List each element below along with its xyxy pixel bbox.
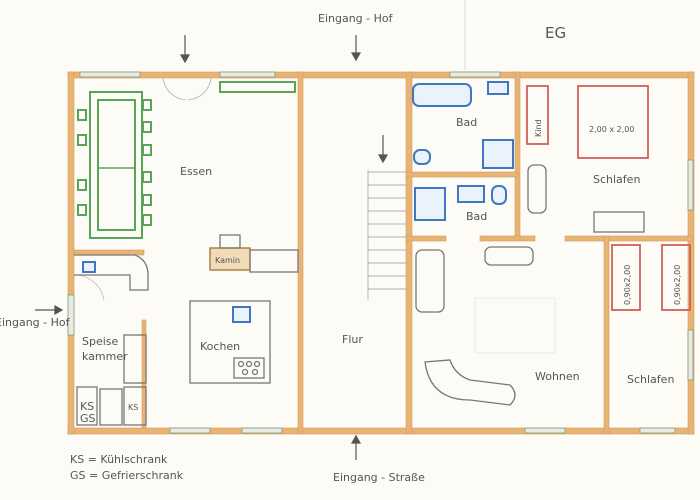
- rug: [474, 297, 556, 354]
- sideboard: [249, 249, 299, 273]
- washbasin-1: [487, 81, 509, 95]
- kitchen-island: [189, 300, 271, 384]
- radiator-1: [527, 164, 547, 214]
- entrance-door-top[interactable]: [162, 77, 212, 101]
- fireplace-label: Kamin: [215, 256, 240, 265]
- room-label-schlafen-2: Schlafen: [627, 373, 674, 386]
- toilet-1: [413, 149, 431, 165]
- room-label-kochen: Kochen: [200, 340, 240, 353]
- sofa: [415, 249, 445, 313]
- stairs: [367, 170, 406, 300]
- legend-ks: KS = Kühlschrank: [70, 453, 168, 466]
- shower-2: [414, 187, 446, 221]
- fridge: [123, 386, 147, 426]
- arrow-icon-bottom: [350, 434, 362, 460]
- washbasin-2: [457, 185, 485, 203]
- inner-walls: [73, 71, 694, 435]
- room-label-bad-2: Bad: [466, 210, 487, 223]
- dining-chairs: [77, 81, 296, 226]
- fireplace-top: [219, 234, 241, 249]
- ks-label-2: KS: [128, 403, 138, 412]
- shower-1: [482, 139, 514, 169]
- room-label-schlafen-1: Schlafen: [593, 173, 640, 186]
- kitchen-counter: [74, 254, 149, 291]
- entrance-label-bottom: Eingang - Straße: [333, 471, 425, 484]
- entrance-door-left[interactable]: [73, 274, 105, 301]
- entrance-label-top: Eingang - Hof: [318, 12, 394, 25]
- entrance-label-left: Eingang - Hof: [0, 316, 71, 329]
- lounge-chair: [424, 359, 516, 406]
- arrow-icon-left: [35, 304, 64, 316]
- radiator-2: [484, 246, 534, 266]
- sink-icon: [82, 261, 96, 273]
- arrow-icon-top-2: [350, 35, 362, 62]
- child-bed: [526, 85, 549, 145]
- pantry-shelf: [123, 334, 147, 384]
- single-bed-1: [611, 244, 641, 311]
- room-label-wohnen: Wohnen: [535, 370, 580, 383]
- ks-label-1: KS: [80, 400, 94, 413]
- room-label-flur: Flur: [342, 333, 363, 346]
- room-label-speise: Speise: [82, 335, 119, 348]
- bench: [593, 211, 645, 233]
- child-bed-label: Kind: [534, 119, 543, 137]
- room-label-kammer: kammer: [82, 350, 128, 363]
- single-bed-2: [661, 244, 691, 311]
- room-label-essen: Essen: [180, 165, 212, 178]
- windows: [67, 71, 694, 434]
- floor-title: EG: [545, 24, 566, 42]
- pantry-cabinet: [99, 388, 123, 426]
- kitchen-sink-icon: [232, 306, 251, 323]
- single-bed-1-label: 0,90x2,00: [623, 265, 632, 305]
- double-bed: [577, 85, 649, 159]
- dining-table: [89, 91, 143, 239]
- double-bed-label: 2,00 x 2,00: [589, 125, 634, 134]
- legend-gs: GS = Gefrierschrank: [70, 469, 184, 482]
- gs-label: GS: [80, 412, 96, 425]
- arrow-icon-top: [179, 35, 191, 64]
- single-bed-2-label: 0,90x2,00: [673, 265, 682, 305]
- room-label-bad-1: Bad: [456, 116, 477, 129]
- arrow-icon-flur: [377, 135, 389, 164]
- bathtub: [412, 83, 472, 107]
- fridge-freezer: [76, 386, 98, 426]
- stove-icon: [233, 357, 265, 379]
- toilet-2: [491, 185, 507, 205]
